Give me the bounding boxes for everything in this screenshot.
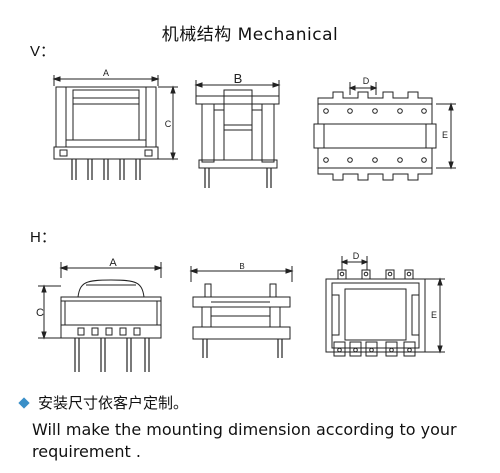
- dim-c-label: C: [36, 307, 44, 319]
- h-front-view: A C: [36, 257, 163, 372]
- page-title: 机械结构 Mechanical: [161, 25, 339, 45]
- v-front-view: A C: [52, 68, 178, 180]
- h-top-view: D E: [325, 251, 445, 357]
- dim-b-label: B: [239, 262, 244, 271]
- section-label-v: V：: [30, 43, 56, 60]
- dim-d-label: D: [353, 251, 360, 261]
- note-cn: 安装尺寸依客户定制。: [38, 394, 189, 412]
- v-top-view: D E: [313, 76, 456, 181]
- dim-c-label: C: [165, 119, 172, 129]
- dim-e-label: E: [442, 130, 448, 140]
- h-side-view: B: [189, 262, 294, 358]
- note-cn-row: 安装尺寸依客户定制。: [18, 392, 488, 413]
- mounting-note: 安装尺寸依客户定制。 Will make the mounting dimens…: [18, 392, 488, 463]
- dim-a-label: A: [103, 68, 109, 78]
- v-side-view: B: [194, 71, 281, 188]
- note-en: Will make the mounting dimension accordi…: [32, 420, 457, 461]
- dim-b-label: B: [234, 71, 243, 86]
- dim-e-label: E: [431, 310, 437, 320]
- section-label-h: H：: [30, 229, 56, 246]
- dim-d-label: D: [363, 76, 370, 86]
- dim-a-label: A: [109, 257, 117, 269]
- diamond-bullet-icon: [18, 396, 30, 409]
